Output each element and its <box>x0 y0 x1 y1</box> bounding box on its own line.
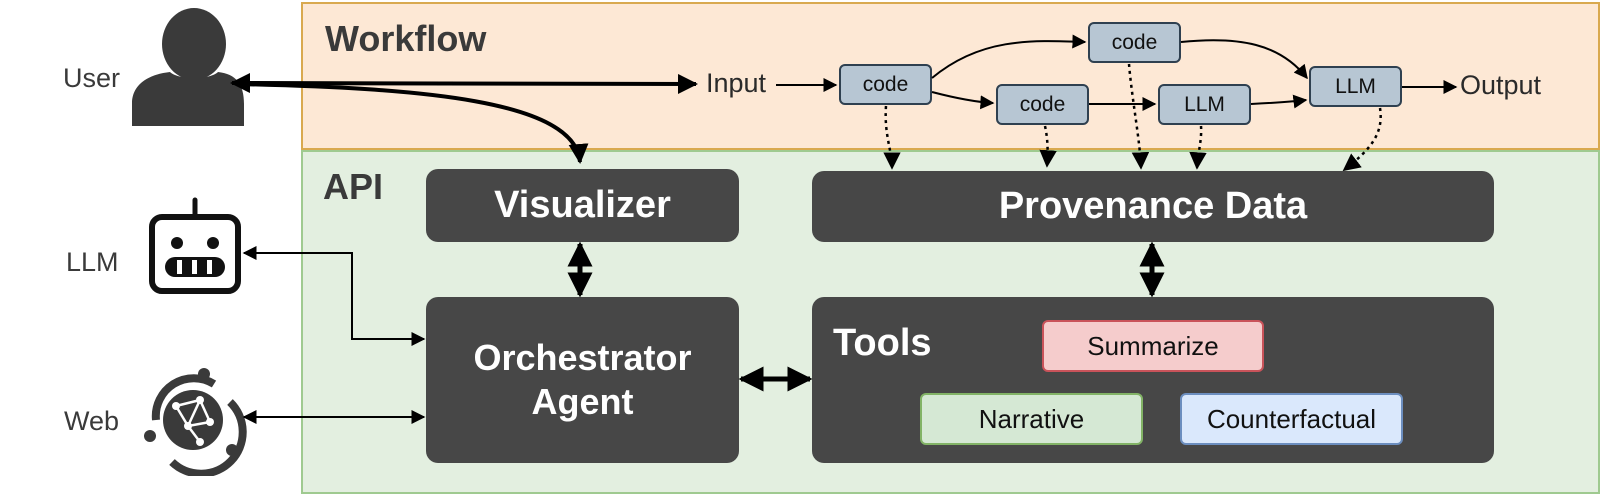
orchestrator-label-line2: Agent <box>531 381 634 422</box>
summarize-tool: Summarize <box>1042 320 1264 372</box>
api-title: API <box>323 166 384 207</box>
workflow-node-code-3: code <box>996 84 1089 125</box>
user-label: User <box>63 63 121 93</box>
llm-label: LLM <box>66 247 119 277</box>
workflow-node-llm-1: LLM <box>1158 84 1251 125</box>
orchestrator-label-line1: Orchestrator <box>473 337 692 378</box>
provenance-data-label: Provenance Data <box>998 185 1308 227</box>
input-label: Input <box>706 68 767 98</box>
web-label: Web <box>64 406 120 436</box>
robot-icon <box>149 197 241 294</box>
workflow-node-code-2: code <box>1088 22 1181 63</box>
output-label: Output <box>1460 70 1542 100</box>
workflow-region: Workflow <box>301 2 1600 150</box>
globe-icon <box>144 368 247 476</box>
user-icon <box>132 8 244 126</box>
workflow-node-llm-2: LLM <box>1309 66 1402 107</box>
orchestrator-agent-box: Orchestrator Agent <box>426 297 739 463</box>
visualizer-box: Visualizer <box>426 169 739 242</box>
counterfactual-tool: Counterfactual <box>1180 393 1403 445</box>
visualizer-label: Visualizer <box>494 184 671 226</box>
workflow-node-code-1: code <box>839 64 932 105</box>
tools-title: Tools <box>833 322 932 364</box>
workflow-title: Workflow <box>325 18 487 59</box>
provenance-data-box: Provenance Data <box>812 171 1494 242</box>
narrative-tool: Narrative <box>920 393 1143 445</box>
